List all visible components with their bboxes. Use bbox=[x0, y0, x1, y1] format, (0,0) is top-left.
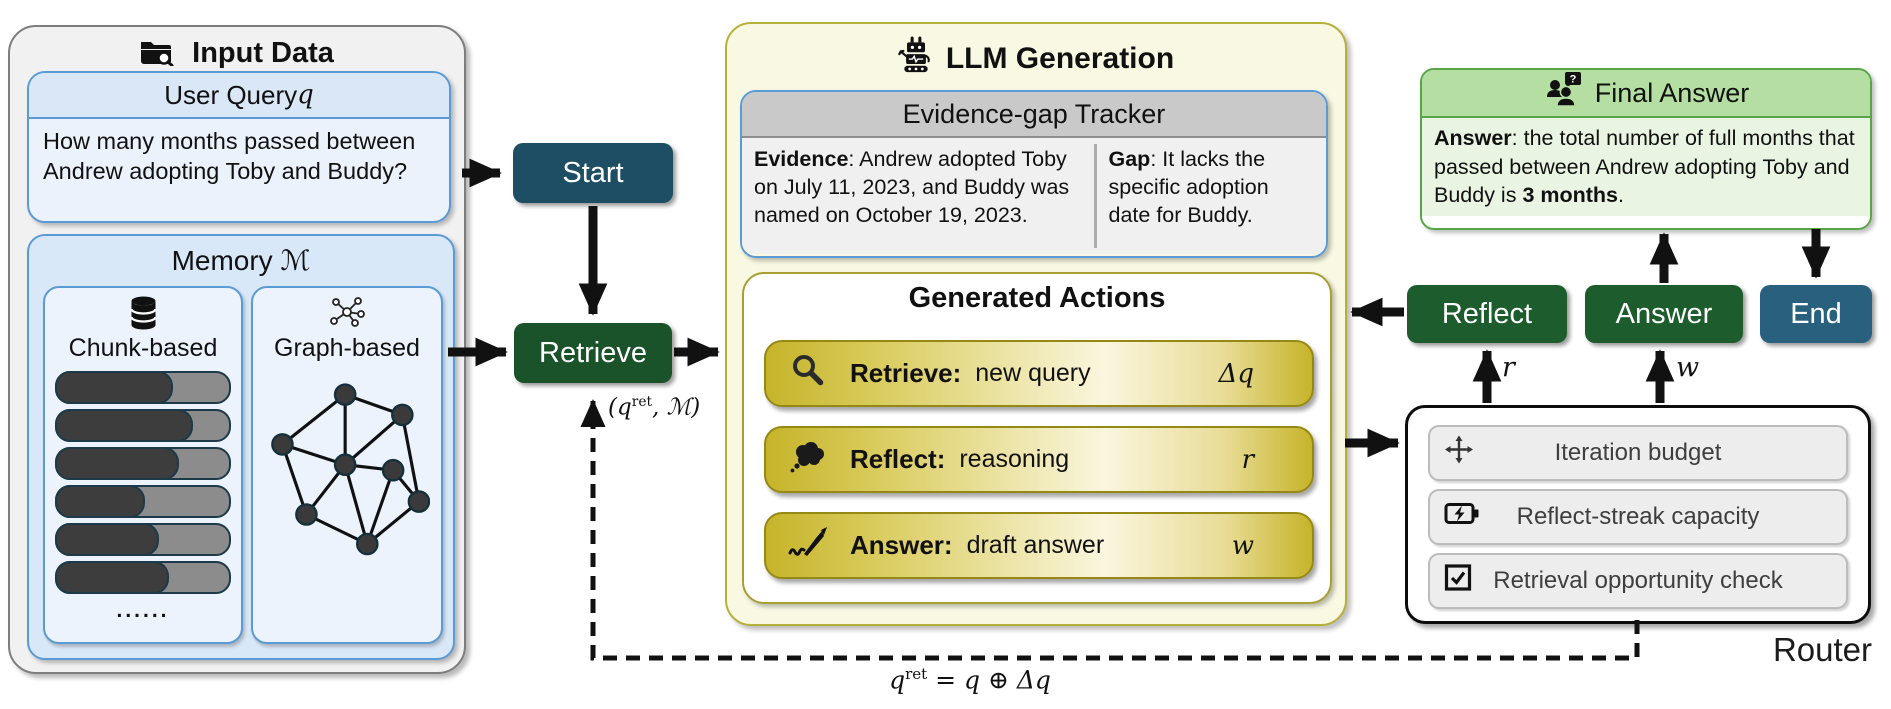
tracker-header: Evidence-gap Tracker bbox=[742, 92, 1326, 138]
router-item-iteration-budget: Iteration budget bbox=[1428, 425, 1848, 481]
database-icon bbox=[45, 296, 241, 332]
graph-illustration bbox=[253, 373, 441, 578]
action-value: new query bbox=[975, 359, 1091, 387]
start-node: Start bbox=[513, 143, 673, 203]
final-answer-box: ? Final Answer Answer: the total number … bbox=[1420, 68, 1872, 230]
end-node: End bbox=[1760, 285, 1872, 343]
battery-icon bbox=[1444, 501, 1480, 534]
user-query-symbol: q bbox=[297, 80, 314, 110]
tracker-divider bbox=[1094, 144, 1097, 248]
edge-label-retrieve-input: (qret, ℳ) bbox=[608, 394, 700, 421]
action-pill-answer: Answer: draft answer w bbox=[764, 512, 1314, 579]
input-data-title: Input Data bbox=[10, 37, 464, 74]
memory-chunk-bar bbox=[55, 409, 231, 442]
magnifier-icon bbox=[788, 353, 828, 394]
user-query-text: How many months passed between Andrew ad… bbox=[43, 128, 416, 185]
memory-chunk-bar bbox=[55, 447, 231, 480]
evidence-cell: Evidence: Andrew adopted Toby on July 11… bbox=[742, 138, 1094, 254]
action-value: draft answer bbox=[966, 531, 1105, 559]
evidence-gap-tracker: Evidence-gap Tracker Evidence: Andrew ad… bbox=[740, 90, 1328, 258]
final-answer-mid: : the total number of full months that p… bbox=[1434, 126, 1855, 208]
formula-sup: ret bbox=[905, 665, 928, 683]
router-item-label: Iteration budget bbox=[1554, 439, 1722, 466]
robot-icon bbox=[898, 36, 934, 82]
folder-search-icon bbox=[140, 41, 182, 73]
gap-text: : It lacks the specific adoption date fo… bbox=[1108, 147, 1269, 227]
user-query-box: User Query q How many months passed betw… bbox=[27, 71, 451, 223]
gap-cell: Gap: It lacks the specific adoption date… bbox=[1097, 138, 1327, 254]
action-label: Retrieve: bbox=[850, 358, 962, 388]
action-pill-retrieve: Retrieve: new query Δq bbox=[764, 340, 1314, 407]
input-data-panel: Input Data User Query q How many months … bbox=[8, 25, 466, 674]
svg-text:?: ? bbox=[1569, 73, 1576, 85]
edge-label-r: r bbox=[1502, 352, 1515, 383]
memory-chunk-bar bbox=[55, 523, 231, 556]
graph-based-box: Graph-based bbox=[251, 286, 443, 644]
gap-label: Gap bbox=[1108, 147, 1151, 171]
tracker-body: Evidence: Andrew adopted Toby on July 11… bbox=[742, 138, 1326, 254]
formula-base: q bbox=[889, 665, 906, 695]
action-label: Reflect: bbox=[850, 444, 946, 474]
pen-icon bbox=[788, 526, 828, 565]
label-rest: , ℳ) bbox=[652, 394, 701, 421]
action-symbol: Δq bbox=[1218, 358, 1254, 389]
router-label: Router bbox=[1772, 631, 1872, 668]
people-question-icon: ? bbox=[1543, 71, 1583, 115]
move-icon bbox=[1444, 435, 1474, 472]
user-query-title: User Query bbox=[164, 79, 298, 110]
memory-chunk-bar bbox=[55, 485, 231, 518]
final-answer-label: Answer bbox=[1434, 126, 1512, 150]
chunk-based-box: Chunk-based ...... bbox=[43, 286, 243, 644]
router-item-label: Retrieval opportunity check bbox=[1493, 567, 1783, 594]
user-query-header: User Query q bbox=[29, 73, 449, 119]
evidence-text: : Andrew adopted Toby on July 11, 2023, … bbox=[754, 147, 1070, 227]
memory-chunk-bar bbox=[55, 371, 231, 404]
network-icon bbox=[253, 296, 441, 332]
llm-generation-title-text: LLM Generation bbox=[945, 42, 1175, 75]
label-base: q bbox=[616, 394, 632, 421]
reflect-node: Reflect bbox=[1407, 285, 1567, 343]
answer-node: Answer bbox=[1585, 285, 1743, 343]
final-answer-header: ? Final Answer bbox=[1422, 70, 1870, 118]
llm-generation-panel: LLM Generation Evidence-gap Tracker Evid… bbox=[725, 22, 1347, 626]
memory-symbol: ℳ bbox=[280, 244, 311, 277]
memory-title: Memory ℳ bbox=[29, 244, 453, 277]
label-sup: ret bbox=[631, 394, 653, 410]
memory-chunk-bar bbox=[55, 561, 231, 594]
router-item-retrieval-check: Retrieval opportunity check bbox=[1428, 553, 1848, 609]
action-label: Answer: bbox=[850, 530, 953, 560]
edge-label-loop-formula: qret = q ⊕ Δq bbox=[820, 665, 1120, 694]
action-pill-reflect: Reflect: reasoning r bbox=[764, 426, 1314, 493]
memory-title-text: Memory bbox=[171, 245, 281, 276]
retrieve-node: Retrieve bbox=[514, 323, 672, 383]
input-data-title-text: Input Data bbox=[192, 37, 334, 69]
final-answer-text: Answer: the total number of full months … bbox=[1422, 118, 1870, 216]
router-box: Iteration budget Reflect-streak capacity… bbox=[1405, 405, 1871, 624]
final-answer-end: . bbox=[1618, 183, 1624, 208]
router-item-reflect-streak: Reflect-streak capacity bbox=[1428, 489, 1848, 545]
final-answer-value: 3 months bbox=[1522, 183, 1619, 208]
evidence-label: Evidence bbox=[754, 147, 849, 171]
final-answer-title: Final Answer bbox=[1594, 77, 1750, 108]
generated-actions-box: Generated Actions Retrieve: new query Δq bbox=[742, 272, 1332, 604]
action-symbol: w bbox=[1231, 530, 1254, 561]
formula-rest: = q ⊕ Δq bbox=[927, 665, 1051, 695]
edge-label-w: w bbox=[1676, 352, 1700, 383]
chunk-based-label: Chunk-based bbox=[68, 334, 218, 362]
checkbox-icon bbox=[1444, 564, 1472, 599]
llm-generation-title: LLM Generation bbox=[727, 36, 1345, 82]
action-symbol: r bbox=[1241, 444, 1254, 475]
action-value: reasoning bbox=[959, 445, 1070, 473]
chunk-ellipsis: ...... bbox=[116, 599, 170, 622]
memory-box: Memory ℳ Chunk-based bbox=[27, 234, 455, 660]
label-open: ( bbox=[608, 394, 617, 421]
generated-actions-title: Generated Actions bbox=[908, 282, 1166, 314]
graph-based-label: Graph-based bbox=[274, 334, 420, 362]
thought-cloud-icon bbox=[788, 440, 828, 479]
chunk-bars bbox=[55, 371, 231, 594]
router-item-label: Reflect-streak capacity bbox=[1516, 503, 1760, 530]
